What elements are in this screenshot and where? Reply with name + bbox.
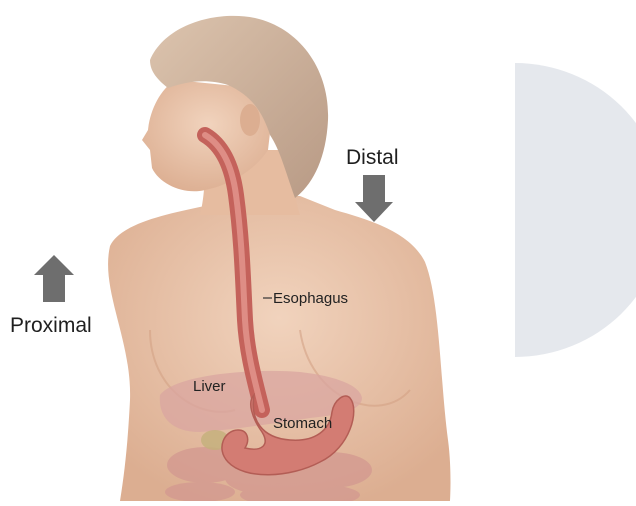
distal-down-arrow — [355, 175, 393, 222]
side-half-circle — [515, 63, 636, 357]
stomach-label: Stomach — [273, 415, 332, 432]
liver-label: Liver — [193, 378, 226, 395]
ear — [240, 104, 260, 136]
esophagus-label: Esophagus — [273, 290, 348, 307]
proximal-up-arrow — [34, 255, 74, 302]
distal-label: Distal — [346, 146, 399, 170]
proximal-label: Proximal — [10, 314, 92, 338]
